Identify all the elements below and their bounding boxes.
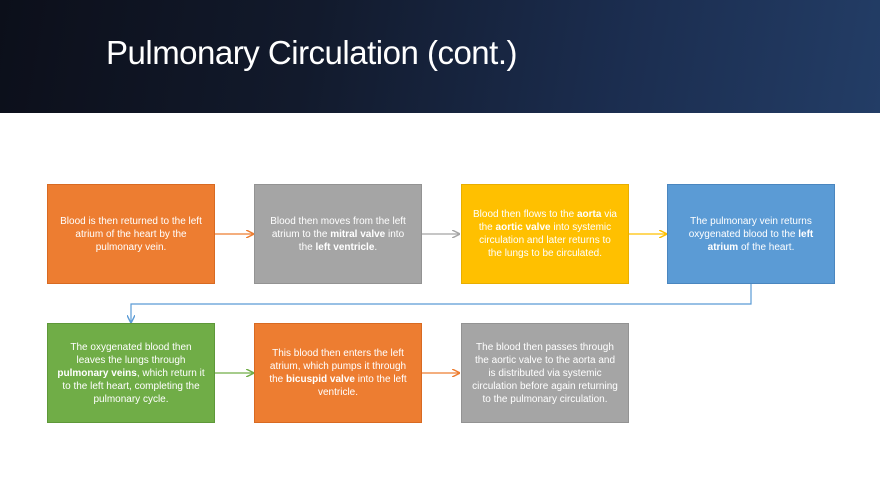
- step-text-run: .: [374, 241, 378, 253]
- step-text-run: The blood then passes through the aortic…: [472, 341, 618, 405]
- step-2-box: Blood then moves from the left atrium to…: [254, 184, 422, 284]
- title-banner: Pulmonary Circulation (cont.): [0, 0, 880, 113]
- step-text-run: of the heart.: [738, 241, 795, 253]
- step-text-run: The pulmonary vein returns oxygenated bl…: [688, 215, 812, 240]
- step-text-run: into systemic circulation and later retu…: [479, 222, 612, 259]
- step-text-bold: left ventricle: [315, 241, 375, 253]
- step-text-run: Blood is then returned to the left atriu…: [60, 215, 202, 253]
- step-text-run: The oxygenated blood then leaves the lun…: [70, 341, 192, 366]
- step-text-run: into the: [298, 228, 405, 253]
- slide-title: Pulmonary Circulation (cont.): [106, 34, 518, 71]
- step-6-box: This blood then enters the left atrium, …: [254, 323, 422, 423]
- step-text: Blood then moves from the left atrium to…: [264, 215, 412, 254]
- step-text-run: This blood then enters the left atrium, …: [269, 348, 407, 385]
- step-1-box: Blood is then returned to the left atriu…: [47, 184, 215, 284]
- step-7-box: The blood then passes through the aortic…: [461, 323, 629, 423]
- step-text: The oxygenated blood then leaves the lun…: [57, 341, 205, 406]
- step-text-run: via the: [478, 209, 617, 233]
- step-text-run: Blood then flows to the: [473, 209, 577, 220]
- step-5-box: The oxygenated blood then leaves the lun…: [47, 323, 215, 423]
- step-text: Blood then flows to the aorta via the ao…: [471, 208, 619, 260]
- step-text-bold: aortic valve: [495, 222, 551, 233]
- step-3-box: Blood then flows to the aorta via the ao…: [461, 184, 629, 284]
- step-4-box: The pulmonary vein returns oxygenated bl…: [667, 184, 835, 284]
- step-text-bold: bicuspid valve: [286, 374, 355, 385]
- step-text-bold: pulmonary veins: [57, 367, 137, 379]
- arrow-step4-to-step5: [131, 284, 752, 322]
- step-text: The blood then passes through the aortic…: [471, 341, 619, 406]
- step-text-bold: mitral valve: [330, 228, 386, 240]
- step-text-run: into the left ventricle.: [317, 374, 407, 398]
- step-text: This blood then enters the left atrium, …: [264, 347, 412, 399]
- step-text-run: , which return it to the left heart, com…: [62, 367, 205, 405]
- step-text: Blood is then returned to the left atriu…: [57, 215, 205, 254]
- step-text-run: Blood then moves from the left atrium to…: [270, 215, 406, 240]
- step-text: The pulmonary vein returns oxygenated bl…: [677, 215, 825, 254]
- step-text-bold: left atrium: [707, 228, 814, 253]
- step-text-bold: aorta: [576, 209, 602, 220]
